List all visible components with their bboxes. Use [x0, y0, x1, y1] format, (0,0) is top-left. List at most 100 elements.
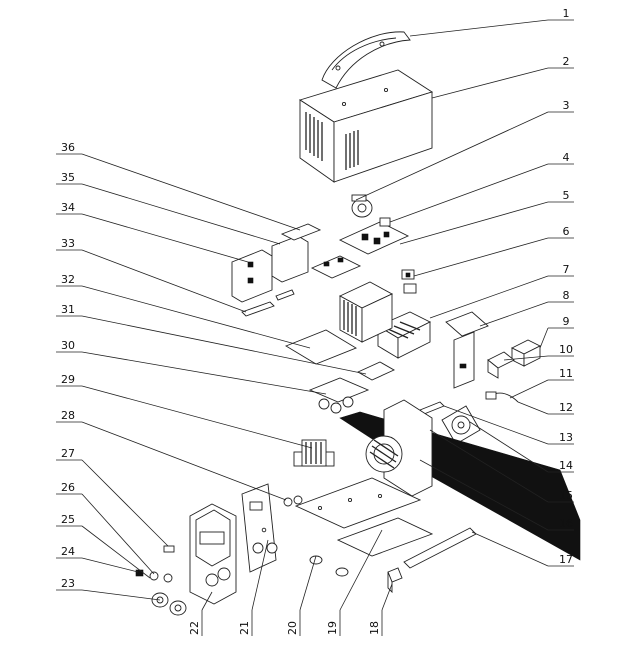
leader-line-36 — [81, 153, 301, 231]
part-front-bezel — [189, 503, 237, 605]
leader-line-25 — [81, 525, 151, 579]
leader-lines — [56, 19, 574, 636]
part-27 — [163, 545, 175, 553]
callout-16: 16 — [559, 517, 573, 530]
leader-line-30 — [81, 351, 327, 395]
leader-line-13 — [443, 405, 549, 445]
callout-27: 27 — [61, 447, 75, 460]
leader-line-17 — [471, 531, 549, 567]
part-base-plate — [294, 477, 422, 529]
part-knobs — [135, 569, 173, 583]
leader-line-12 — [517, 401, 549, 415]
part-feet — [309, 555, 349, 577]
leader-line-10 — [503, 355, 549, 361]
leader-line-9 — [539, 327, 549, 349]
leader-line-2 — [431, 67, 549, 99]
part-heatsink-7 — [377, 311, 432, 359]
part-30-board — [308, 377, 370, 414]
leader-line-34 — [81, 213, 249, 263]
callout-3: 3 — [563, 99, 570, 112]
leader-line-6 — [413, 237, 549, 277]
leader-line-5 — [399, 201, 549, 245]
leader-line-32 — [81, 285, 311, 349]
part-front-panel — [241, 483, 278, 573]
part-control-board — [338, 217, 410, 255]
callout-25: 25 — [61, 513, 75, 526]
callout-18: 18 — [368, 621, 381, 635]
part-6 — [401, 269, 417, 294]
callout-8: 8 — [563, 289, 570, 302]
part-32-plate — [284, 329, 358, 365]
part-9 — [510, 339, 542, 367]
part-cable — [485, 391, 519, 403]
leader-line-20 — [299, 555, 317, 611]
part-36-board — [280, 223, 362, 279]
part-handle — [321, 31, 411, 89]
part-10 — [487, 351, 515, 379]
leader-line-21 — [251, 539, 269, 611]
callout-7: 7 — [563, 263, 570, 276]
callout-14: 14 — [559, 459, 573, 472]
leader-line-29 — [81, 385, 313, 449]
part-18 — [387, 567, 403, 594]
part-3 — [351, 194, 373, 218]
leader-line-31 — [81, 315, 367, 375]
callout-36: 36 — [61, 141, 75, 154]
leader-line-27 — [81, 459, 169, 547]
part-chassis — [365, 399, 433, 497]
callout-10: 10 — [559, 343, 573, 356]
leader-line-18 — [381, 583, 393, 611]
callout-20: 20 — [286, 621, 299, 635]
callout-13: 13 — [559, 431, 573, 444]
part-34-bracket — [231, 249, 273, 303]
leader-line-24 — [81, 557, 139, 573]
callout-15: 15 — [559, 489, 573, 502]
callout-31: 31 — [61, 303, 75, 316]
callout-34: 34 — [61, 201, 75, 214]
callout-1: 1 — [563, 7, 570, 20]
callout-12: 12 — [559, 401, 573, 414]
callout-24: 24 — [61, 545, 75, 558]
leader-line-28 — [81, 421, 287, 501]
callout-33: 33 — [61, 237, 75, 250]
callout-9: 9 — [563, 315, 570, 328]
callout-5: 5 — [563, 189, 570, 202]
leader-line-14 — [469, 421, 549, 473]
part-23-connectors — [151, 592, 187, 616]
parts-group — [135, 31, 581, 616]
leader-line-22 — [201, 591, 213, 611]
leader-line-4 — [389, 163, 549, 223]
callout-29: 29 — [61, 373, 75, 386]
leader-line-1 — [409, 19, 549, 37]
leader-line-11 — [509, 379, 549, 399]
leader-line-23 — [81, 589, 161, 601]
leader-line-15 — [429, 429, 549, 503]
callout-32: 32 — [61, 273, 75, 286]
callout-21: 21 — [238, 621, 251, 635]
callout-11: 11 — [559, 367, 573, 380]
part-transformer — [293, 439, 335, 467]
leader-line-7 — [429, 275, 549, 319]
callout-19: 19 — [326, 621, 339, 635]
callout-4: 4 — [563, 151, 570, 164]
callout-28: 28 — [61, 409, 75, 422]
part-31-plate — [357, 361, 395, 381]
callout-23: 23 — [61, 577, 75, 590]
callout-22: 22 — [188, 621, 201, 635]
callout-30: 30 — [61, 339, 75, 352]
leader-line-33 — [81, 249, 247, 313]
part-bottom-tray — [336, 517, 434, 557]
callout-35: 35 — [61, 171, 75, 184]
leader-line-16 — [419, 459, 549, 531]
part-heatsink-33 — [339, 281, 393, 343]
leader-line-8 — [479, 301, 549, 327]
leader-line-3 — [355, 111, 549, 201]
callout-26: 26 — [61, 481, 75, 494]
callout-17: 17 — [559, 553, 573, 566]
leader-line-35 — [81, 183, 281, 245]
callout-labels: 1234567891011121314151617363534333231302… — [61, 7, 573, 635]
callout-6: 6 — [563, 225, 570, 238]
part-33-small — [241, 289, 295, 317]
